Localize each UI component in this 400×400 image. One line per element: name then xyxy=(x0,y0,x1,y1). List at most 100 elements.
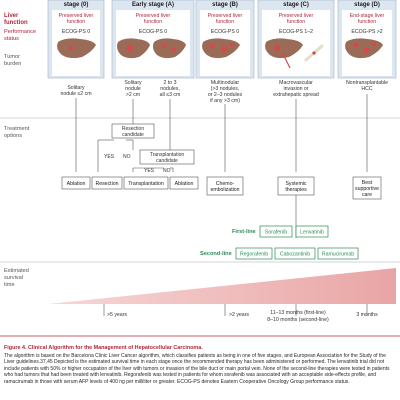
svg-text:candidate: candidate xyxy=(122,132,144,138)
svg-text:Transplantation: Transplantation xyxy=(128,181,164,187)
svg-text:supportive: supportive xyxy=(355,186,379,192)
tumor-burden-stage-a-single: Solitary nodule >2 cm xyxy=(124,80,142,98)
svg-text:Nontransplantable: Nontransplantable xyxy=(346,80,388,86)
stage-b-function-1: Preserved liver xyxy=(208,13,243,19)
svg-text:Chemo-: Chemo- xyxy=(216,181,235,187)
svg-text:embolization: embolization xyxy=(210,187,239,193)
stage-0-function-1: Preserved liver xyxy=(59,13,94,19)
transplantation-box: Transplantation xyxy=(123,176,169,190)
stage-header-0-text: stage (0) xyxy=(64,2,89,8)
no-label: NO xyxy=(163,168,171,174)
stage-0-function-2: function xyxy=(67,19,85,25)
stage-header-c-text: stage (C) xyxy=(283,2,309,8)
svg-text:nodule: nodule xyxy=(125,86,141,92)
caption-body: The algorithm is based on the Barcelona … xyxy=(4,353,390,385)
tumor-lesion xyxy=(172,48,176,52)
svg-text:status: status xyxy=(4,36,19,42)
liver-icon xyxy=(265,38,303,69)
survival-tick-lines xyxy=(103,304,368,316)
stage-d-function-1: End-stage liver xyxy=(350,13,385,19)
svg-text:Performance: Performance xyxy=(4,29,36,35)
stage-a-ps: ECOG-PS 0 xyxy=(139,29,167,35)
row-label-performance-status: Performance status xyxy=(4,29,36,42)
svg-text:candidate: candidate xyxy=(156,158,178,164)
survival-advanced-first: 11–13 months (first-line) xyxy=(270,310,326,316)
stage-a-function-2: function xyxy=(144,19,162,25)
chemoembolization-box: Chemo- embolization xyxy=(206,176,244,196)
svg-text:Estimated: Estimated xyxy=(4,268,29,274)
tumor-burden-stage-0: Solitary nodule ≤2 cm xyxy=(60,85,91,97)
survival-early: >5 years xyxy=(107,312,127,318)
svg-text:Treatment: Treatment xyxy=(4,126,30,132)
sorafenib-box: Sorafenib xyxy=(259,225,293,238)
liver-icon xyxy=(57,38,96,59)
tumor-burden-stage-c: Macrovascular invasion or extrahepatic s… xyxy=(273,80,319,98)
svg-text:Tumor: Tumor xyxy=(4,54,20,60)
svg-text:or 2–3 nodules: or 2–3 nodules xyxy=(208,92,243,98)
cabozantinib-box: Cabozantinib xyxy=(274,247,316,260)
tumor-lesion xyxy=(209,43,215,49)
bone-icon xyxy=(304,44,324,62)
svg-text:time: time xyxy=(4,282,15,288)
yes-label: YES xyxy=(104,154,115,160)
stage-c-function-1: Preserved liver xyxy=(279,13,314,19)
survival-terminal: 3 months xyxy=(356,312,378,318)
svg-text:2 to 3: 2 to 3 xyxy=(164,80,177,86)
second-line-label: Second-line xyxy=(200,251,232,257)
row-label-estimated-survival: Estimated survival time xyxy=(4,268,29,288)
survival-intermediate: >2 years xyxy=(229,312,249,318)
figure-caption: Figure 4. Clinical Algorithm for the Man… xyxy=(4,345,398,385)
flow-connectors xyxy=(75,94,368,172)
tumor-lesion xyxy=(221,46,227,52)
svg-text:nodules,: nodules, xyxy=(160,86,180,92)
first-line-label: First-line xyxy=(232,229,256,235)
no-label: NO xyxy=(123,154,131,160)
svg-text:care: care xyxy=(362,192,372,198)
ablation-box: Ablation xyxy=(61,176,91,190)
svg-text:HCC: HCC xyxy=(361,86,372,92)
resection-box: Resection xyxy=(91,176,123,190)
tumor-lesion xyxy=(274,45,280,51)
stage-c-ps: ECOG-PS 1–2 xyxy=(279,29,313,35)
tumor-lesion xyxy=(363,47,369,53)
ablation-box-2: Ablation xyxy=(169,176,199,190)
svg-text:Liver: Liver xyxy=(4,13,19,19)
ramucirumab-box: Ramucirumab xyxy=(317,247,359,260)
svg-text:Ablation: Ablation xyxy=(175,181,194,187)
tumor-lesion xyxy=(161,43,167,49)
systemic-therapies-box: Systemic therapies xyxy=(277,176,315,196)
regorafenib-box: Regorafenib xyxy=(235,247,273,260)
yes-label: YES xyxy=(144,168,155,174)
lenvatinib-box: Lenvatinib xyxy=(295,225,329,238)
liver-icon xyxy=(153,38,186,59)
row-label-treatment-options: Treatment options xyxy=(4,126,30,139)
stage-d-ps: ECOG-PS >2 xyxy=(351,29,382,35)
tumor-burden-stage-b: Multinodular (>3 nodules, or 2–3 nodules… xyxy=(208,80,243,104)
stage-header-b-text: stage (B) xyxy=(212,2,238,8)
svg-text:Ramucirumab: Ramucirumab xyxy=(322,252,354,258)
svg-text:(>3 nodules,: (>3 nodules, xyxy=(211,86,240,92)
survival-advanced-second: 8–10 months (second-line) xyxy=(267,317,329,323)
svg-text:Multinodular: Multinodular xyxy=(211,80,240,86)
svg-text:Solitary: Solitary xyxy=(124,80,142,86)
resection-candidate-box: Resection candidate xyxy=(111,123,155,139)
svg-text:extrahepatic spread: extrahepatic spread xyxy=(273,92,319,98)
svg-text:Resection: Resection xyxy=(95,181,118,187)
tumor-lesion xyxy=(126,44,134,52)
liver-icon xyxy=(117,38,150,59)
stage-c-function-2: function xyxy=(287,19,305,25)
stage-c-panel: Preserved liver function ECOG-PS 1–2 xyxy=(262,10,330,76)
svg-text:>2 cm: >2 cm xyxy=(126,92,140,98)
svg-text:Cabozantinib: Cabozantinib xyxy=(280,252,310,258)
stage-header-a-text: Early stage (A) xyxy=(132,2,174,8)
svg-text:Best: Best xyxy=(362,180,373,186)
tumor-burden-stage-d: Nontransplantable HCC xyxy=(346,80,388,92)
liver-icon xyxy=(345,38,383,59)
svg-text:therapies: therapies xyxy=(285,187,307,193)
svg-text:Systemic: Systemic xyxy=(285,181,306,187)
caption-title: Figure 4. Clinical Algorithm for the Man… xyxy=(4,345,203,351)
liver-icon xyxy=(202,38,240,59)
svg-text:Regorafenib: Regorafenib xyxy=(240,252,268,258)
svg-text:nodule ≤2 cm: nodule ≤2 cm xyxy=(60,91,91,97)
survival-band xyxy=(48,268,396,304)
